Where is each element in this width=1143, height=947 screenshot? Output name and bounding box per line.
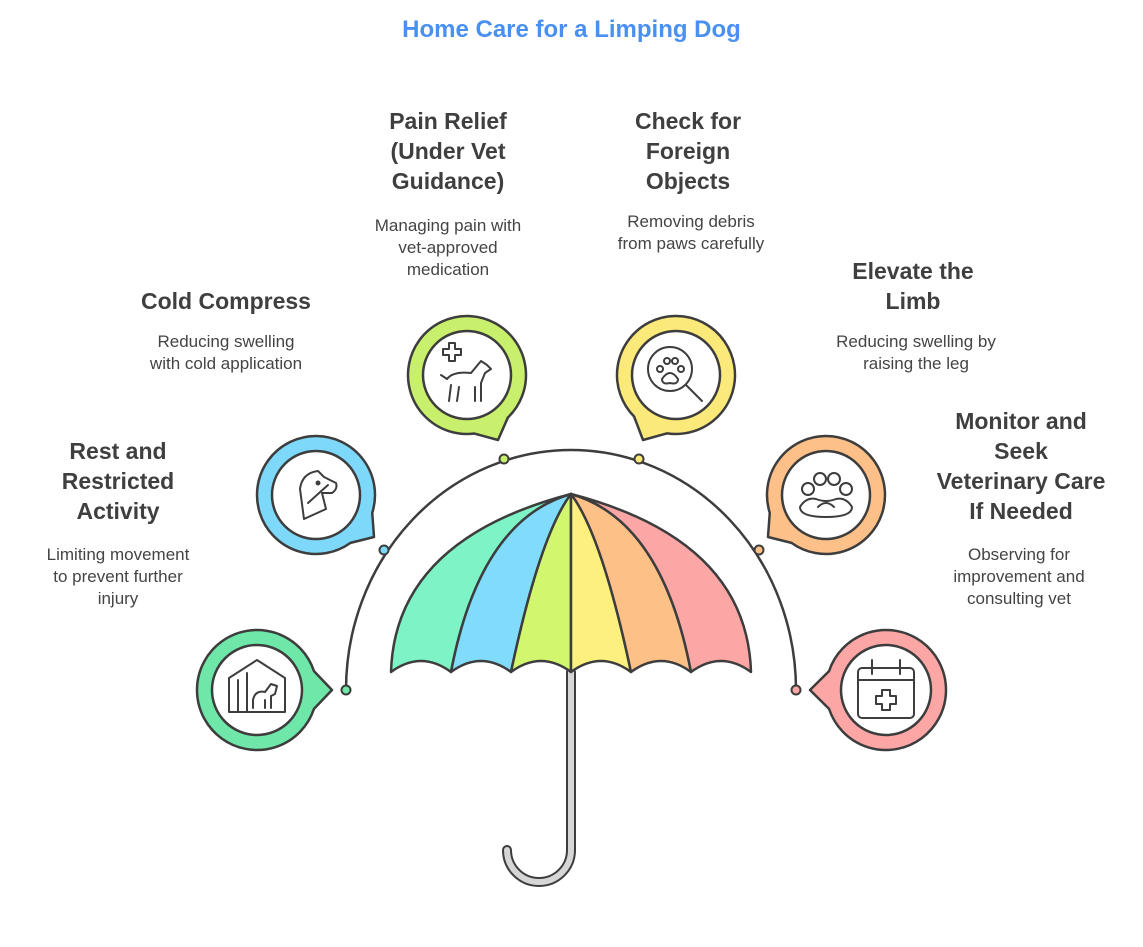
step-desc-monitor-vet: Observing for improvement and consulting… (953, 545, 1085, 608)
page-title: Home Care for a Limping Dog (402, 16, 741, 43)
step-title-rest: Rest and Restricted Activity (61, 438, 175, 524)
canopy-panel (509, 492, 573, 674)
umbrella-handle (502, 667, 576, 887)
step-desc-cold-compress: Reducing swelling with cold application (149, 332, 303, 373)
steps-layer (195, 314, 948, 752)
cold-compress-icon (299, 470, 338, 520)
step-desc-elevate-limb: Reducing swelling by raising the leg (836, 332, 996, 373)
step-desc-foreign-objects: Removing debris from paws carefully (617, 212, 765, 253)
step-icon-holder (421, 329, 513, 421)
dog-medical-cross-icon (440, 342, 492, 402)
canopy-panel (569, 492, 753, 674)
arc-marker (340, 684, 352, 696)
step-desc-pain-relief: Managing pain with vet-approved medicati… (374, 216, 522, 279)
dog-in-crate-icon (228, 659, 286, 713)
step-icon-holder (210, 643, 304, 737)
step-title-pain-relief: Pain Relief (Under Vet Guidance) (389, 108, 507, 194)
raised-paw-icon (799, 472, 853, 518)
arc-marker (498, 453, 510, 465)
vet-calendar-icon (857, 659, 915, 719)
arc-marker (753, 544, 765, 556)
arc-marker (378, 544, 390, 556)
step-title-elevate-limb: Elevate the Limb (852, 258, 974, 314)
umbrella-canopy (389, 492, 753, 674)
step-title-foreign-objects: Check for Foreign Objects (634, 108, 742, 194)
arc-marker (633, 453, 645, 465)
step-title-monitor-vet: Monitor and Seek Veterinary Care If Need… (936, 408, 1106, 524)
outer-arc (344, 448, 798, 691)
paw-magnifier-icon (647, 346, 703, 402)
step-desc-rest: Limiting movement to prevent further inj… (46, 545, 190, 608)
step-title-cold-compress: Cold Compress (141, 288, 311, 314)
step-icon-holder (780, 449, 872, 541)
arc-marker (790, 684, 802, 696)
